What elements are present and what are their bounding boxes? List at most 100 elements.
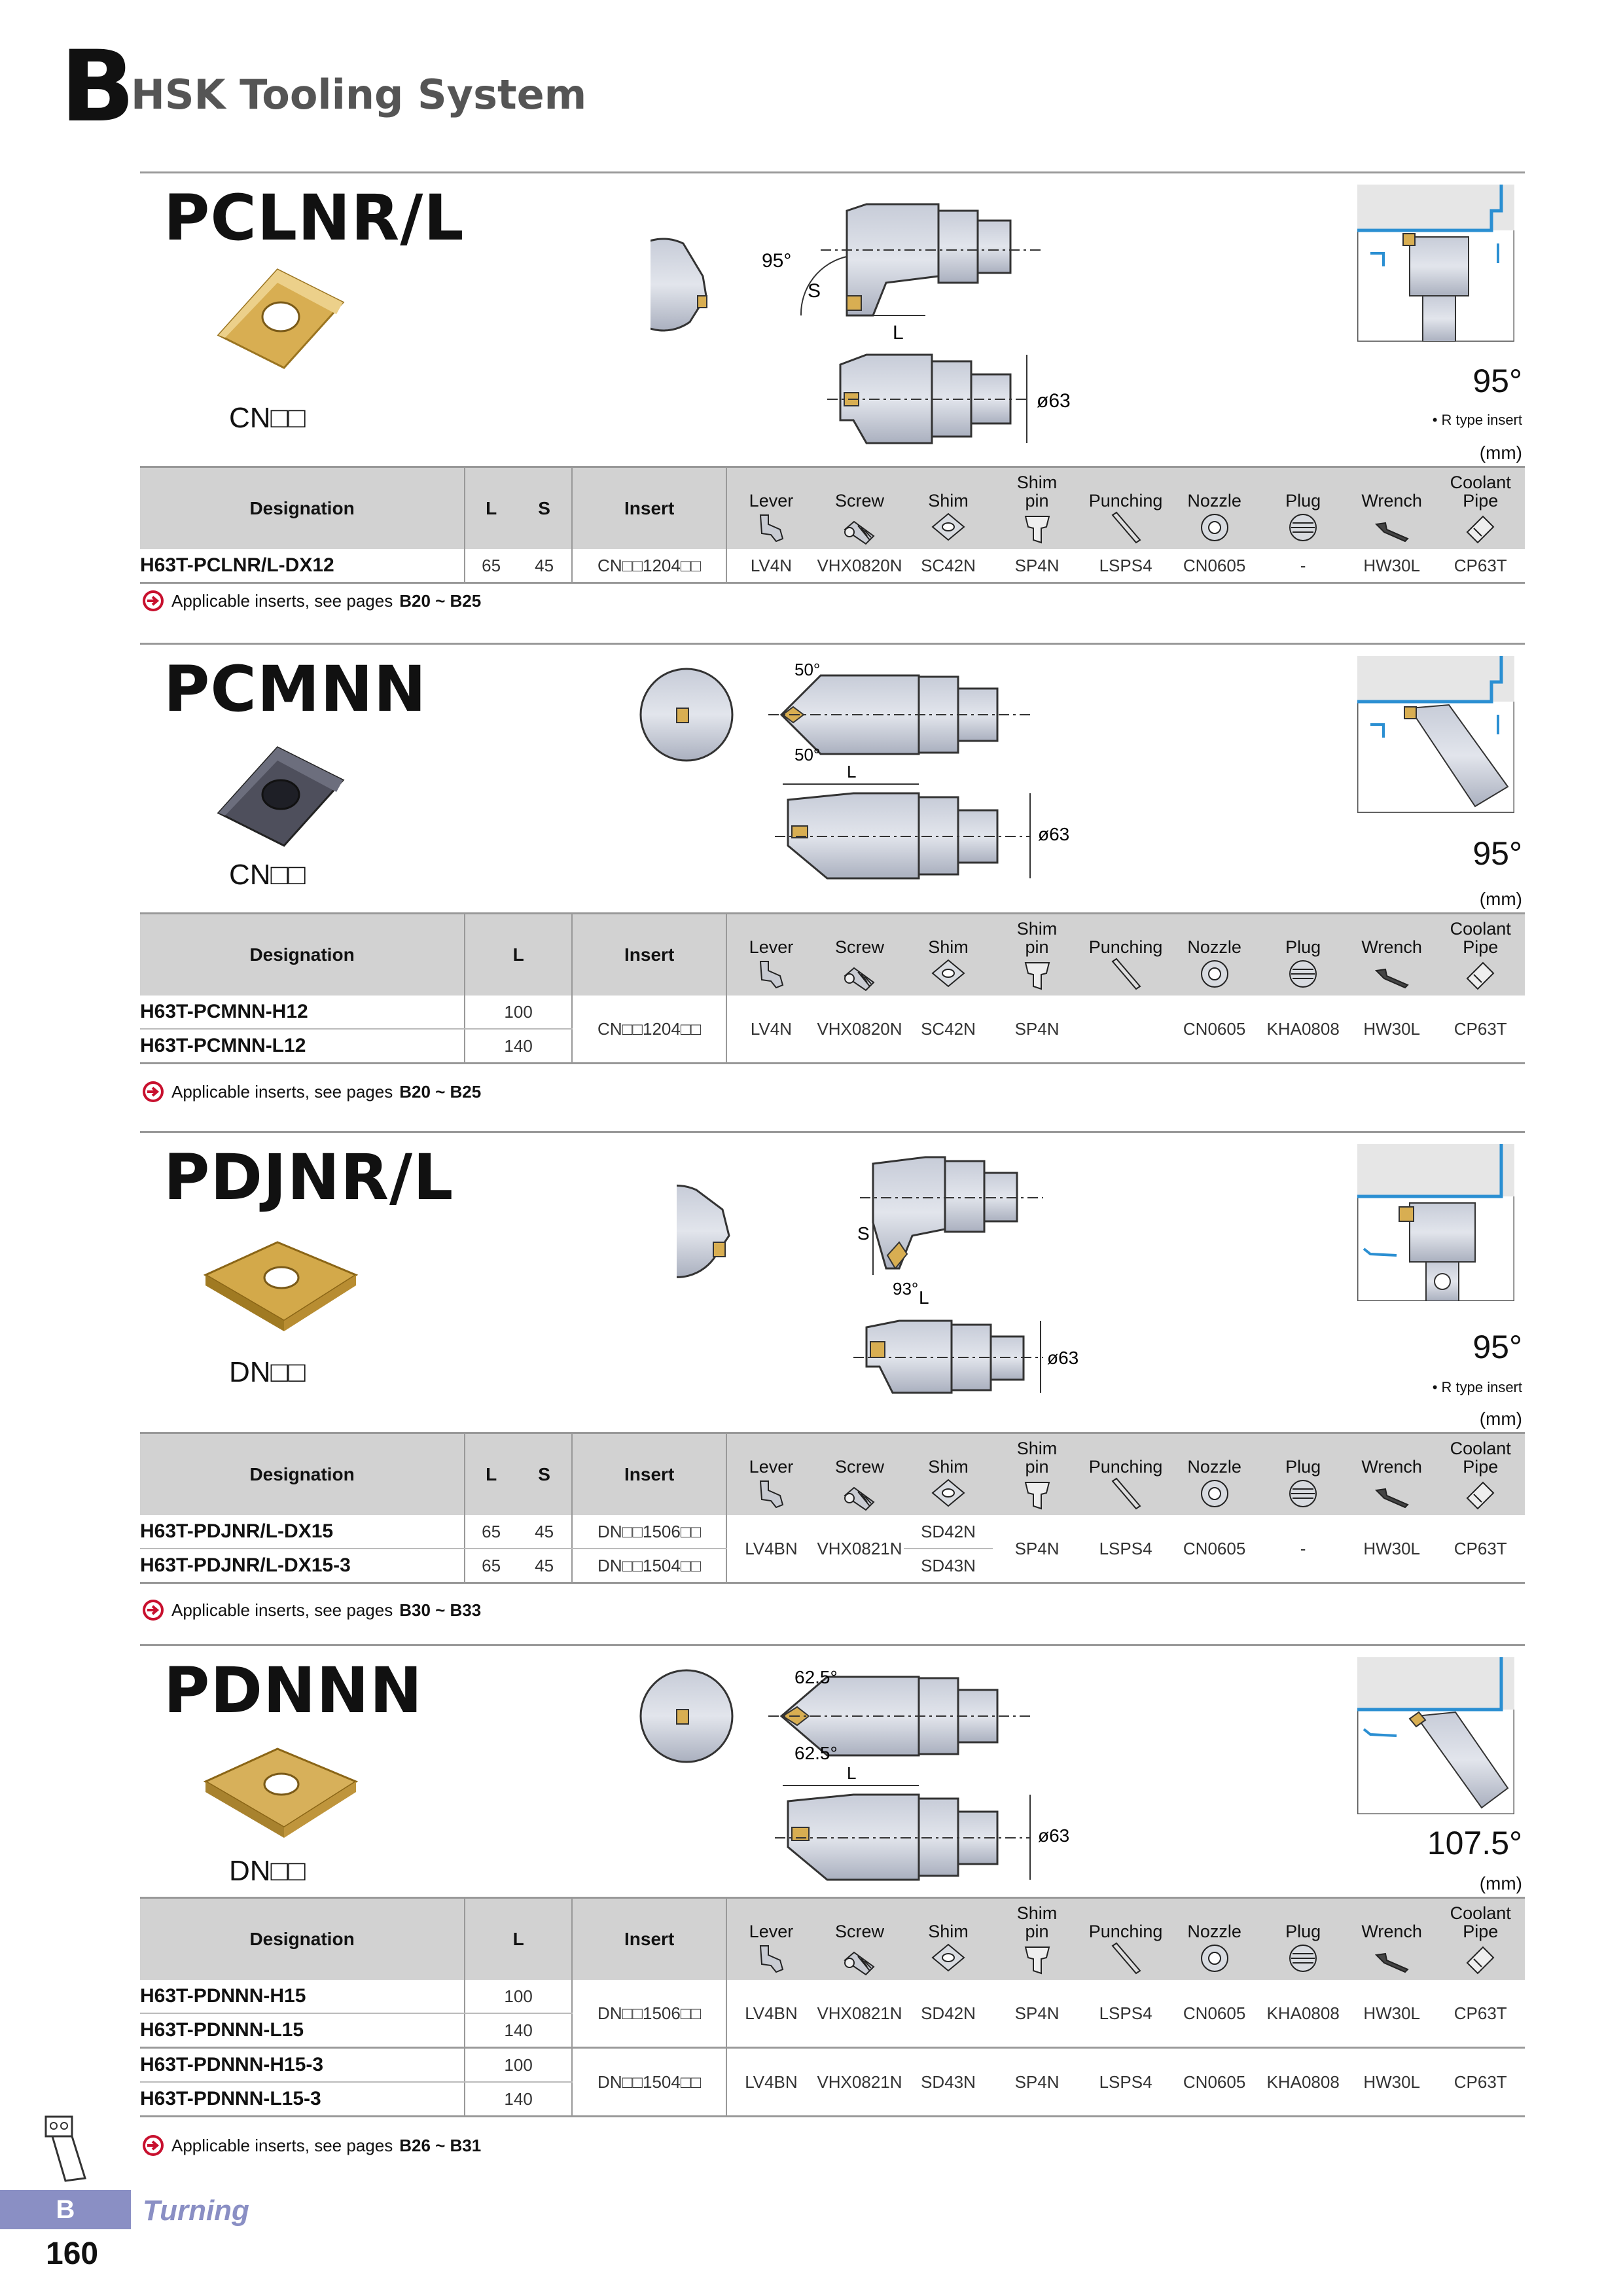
nozzle-cell: CN0605 [1169,996,1259,1064]
col-screw: Screw [834,937,884,957]
col-insert: Insert [571,1432,727,1515]
l-dim: L [919,1287,929,1308]
designation-cell: H63T-PDNNN-H15-3 [140,2047,465,2083]
coolant-pipe-icon [1467,1482,1495,1509]
col-l: L [464,466,518,549]
plug-icon [1289,960,1317,988]
col-plug: Plug [1285,491,1321,511]
col-shim-pin: Shim pin [1016,919,1058,957]
screw-icon [844,1952,875,1975]
screw-cell: VHX0820N [815,549,904,584]
col-wrench: Wrench [1361,1457,1422,1477]
wrench-cell: HW30L [1347,549,1436,584]
unit-label: (mm) [1479,889,1522,909]
l-cell: 100 [464,2047,573,2083]
plug-cell: - [1258,1515,1347,1584]
col-insert: Insert [571,466,727,549]
section-divider [140,643,1525,645]
applicable-pages: B30 ~ B33 [399,1600,482,1620]
lever-cell: LV4N [726,549,815,584]
nozzle-cell: CN0605 [1169,2047,1259,2117]
insert-image [203,1241,359,1331]
plug-icon [1289,1945,1317,1972]
col-coolant-pipe: Coolant Pipe [1450,1439,1511,1477]
punching-icon [1112,1943,1141,1974]
approach-angle: 107.5° [1427,1825,1522,1861]
diameter-dim: ø63 [1038,824,1069,844]
lever-cell: LV4N [726,996,815,1064]
table-row: H63T-PCLNR/L-DX12 65 45 CN□□1204□□ LV4N … [140,549,1525,584]
s-dim: S [857,1223,870,1244]
applicable-inserts-link[interactable]: Applicable inserts, see pages B30 ~ B33 [141,1598,481,1622]
coolant-pipe-icon [1467,1946,1495,1974]
col-shim: Shim [928,937,969,957]
col-nozzle: Nozzle [1187,1457,1241,1477]
designation-cell: H63T-PCMNN-H12 [140,996,465,1030]
shim-pin-icon [1024,516,1050,543]
applicable-inserts-link[interactable]: Applicable inserts, see pages B26 ~ B31 [141,2134,481,2157]
col-lever: Lever [749,1922,794,1941]
col-punching: Punching [1088,491,1163,511]
angle-dim-bottom: 50° [794,745,820,764]
punching-cell: LSPS4 [1081,1980,1170,2049]
designation-cell: H63T-PDNNN-L15 [140,2013,465,2049]
col-wrench: Wrench [1361,491,1422,511]
shim-pin-cell: SP4N [992,2047,1082,2117]
angle-dim-top: 50° [794,662,820,679]
l-cell: 100 [464,1980,573,2014]
arrow-right-icon [141,2134,165,2157]
screw-icon [844,967,875,991]
arrow-right-icon [141,1598,165,1622]
s-cell: 45 [517,1549,573,1584]
col-coolant-pipe: Coolant Pipe [1450,919,1511,957]
col-shim-pin: Shim pin [1016,1439,1058,1477]
application-diagram [1357,1657,1514,1814]
lever-cell: LV4BN [726,1515,815,1584]
insert-image [203,1748,359,1838]
spec-table: Designation L S Insert Lever Screw Shim … [140,1432,1525,1584]
diameter-dim: ø63 [1037,390,1071,412]
insert-code: DN□□ [229,1855,306,1887]
section-divider [140,1131,1525,1133]
s-cell: 45 [517,549,573,584]
category-label: Turning [143,2195,249,2227]
r-type-note: • R type insert [1432,1379,1522,1395]
nozzle-cell: CN0605 [1169,1515,1259,1584]
lever-icon [760,1480,784,1508]
plug-cell: KHA0808 [1258,2047,1347,2117]
page-title: HSK Tooling System [131,71,587,118]
section-tab[interactable]: B [0,2190,131,2229]
designation-cell: H63T-PCMNN-L12 [140,1029,465,1064]
applicable-inserts-link[interactable]: Applicable inserts, see pages B20 ~ B25 [141,589,481,613]
col-plug: Plug [1285,937,1321,957]
table-row: H63T-PDNNN-H15 100 DN□□1506□□ LV4BN VHX0… [140,1980,1525,2049]
coolant-pipe-cell: CP63T [1436,1515,1525,1584]
insert-cell: DN□□1506□□ [571,1980,727,2049]
lever-icon [760,514,784,542]
l-cell: 65 [464,549,518,584]
shim-icon [932,960,965,987]
insert-image [217,268,345,369]
nozzle-icon [1200,960,1228,988]
shim-pin-icon [1024,962,1050,990]
shim-icon [932,513,965,541]
section-pdnnn: PDNNN DN□□ 62.5° 62.5° L ø63 107.5° [140,1644,1525,2181]
model-title: PDNNN [164,1654,423,1727]
punching-cell [1081,996,1170,1064]
coolant-pipe-icon [1467,516,1495,543]
insert-cell: DN□□1504□□ [571,2047,727,2117]
col-plug: Plug [1285,1457,1321,1477]
applicable-inserts-link[interactable]: Applicable inserts, see pages B20 ~ B25 [141,1080,481,1103]
table-row: H63T-PCMNN-H12 100 CN□□1204□□ LV4N VHX08… [140,996,1525,1064]
shim-cell: SD42N [904,1980,993,2049]
applicable-text: Applicable inserts, see pages [171,1600,393,1620]
shim-pin-cell: SP4N [992,996,1082,1064]
unit-label: (mm) [1479,442,1522,463]
col-plug: Plug [1285,1922,1321,1941]
shim-cell: SC42N [904,996,993,1064]
spec-table: Designation L Insert Lever Screw Shim Sh… [140,1897,1525,2117]
shim-pin-icon [1024,1482,1050,1509]
col-s: S [517,1432,573,1515]
l-cell: 100 [464,996,573,1030]
col-shim-pin: Shim pin [1016,1903,1058,1941]
